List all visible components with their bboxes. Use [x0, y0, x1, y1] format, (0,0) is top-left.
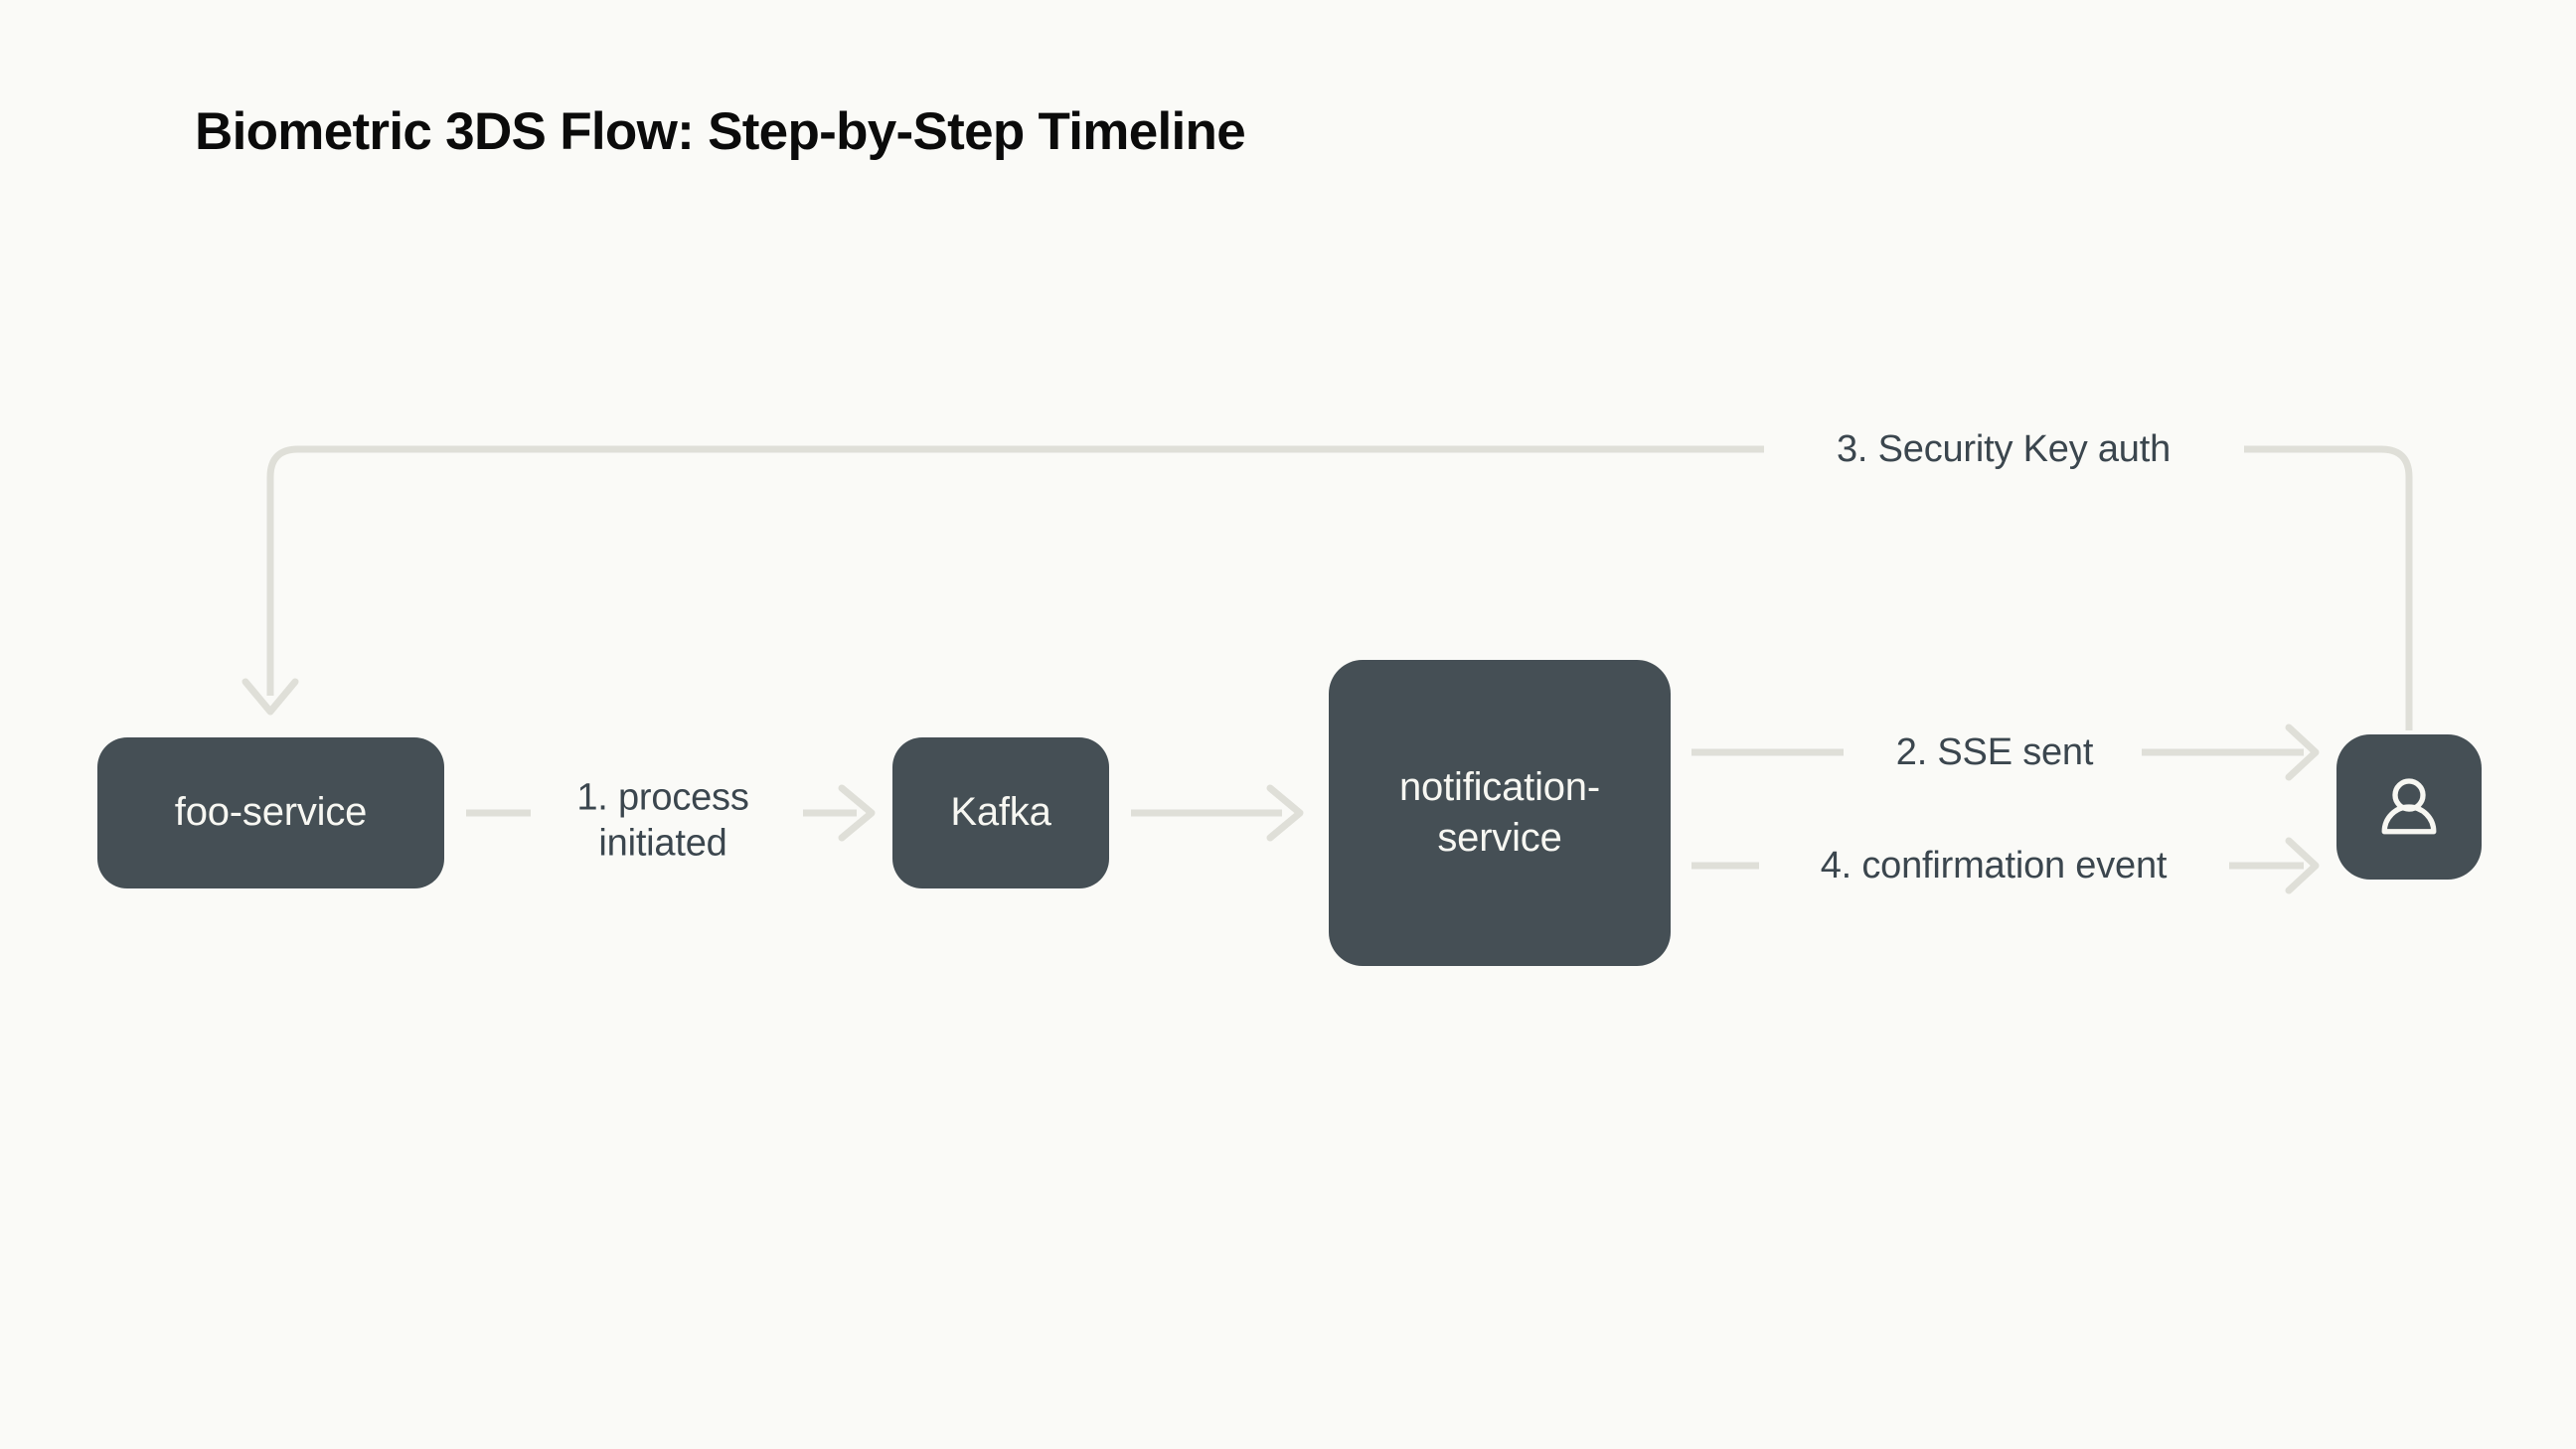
arrowhead-icon	[1266, 784, 1304, 842]
user-icon	[2381, 778, 2437, 835]
edge-label-sse-sent: 2. SSE sent	[1895, 730, 2094, 773]
edge-user-to-foo-service-security-key	[242, 445, 2413, 730]
edge-label-security-key-auth: 3. Security Key auth	[1836, 427, 2172, 470]
page-title: Biometric 3DS Flow: Step-by-Step Timelin…	[195, 102, 1246, 161]
edge-label-confirmation-event: 4. confirmation event	[1820, 844, 2168, 886]
arrowhead-icon	[2285, 724, 2320, 781]
edge-kafka-to-notification-service	[1131, 784, 1304, 842]
node-foo-service-label: foo-service	[174, 790, 368, 835]
node-foo-service[interactable]: foo-service	[97, 737, 444, 888]
node-kafka-label: Kafka	[950, 790, 1051, 835]
edge-label-process-initiated: 1. process initiated	[576, 776, 749, 865]
node-user[interactable]	[2336, 734, 2482, 880]
arrowhead-icon	[242, 678, 299, 716]
node-kafka[interactable]: Kafka	[892, 737, 1109, 888]
arrowhead-icon	[2285, 837, 2320, 894]
arrowhead-icon	[838, 784, 876, 842]
node-notification-service[interactable]: notification- service	[1329, 660, 1671, 966]
node-notification-service-label: notification- service	[1399, 764, 1600, 860]
